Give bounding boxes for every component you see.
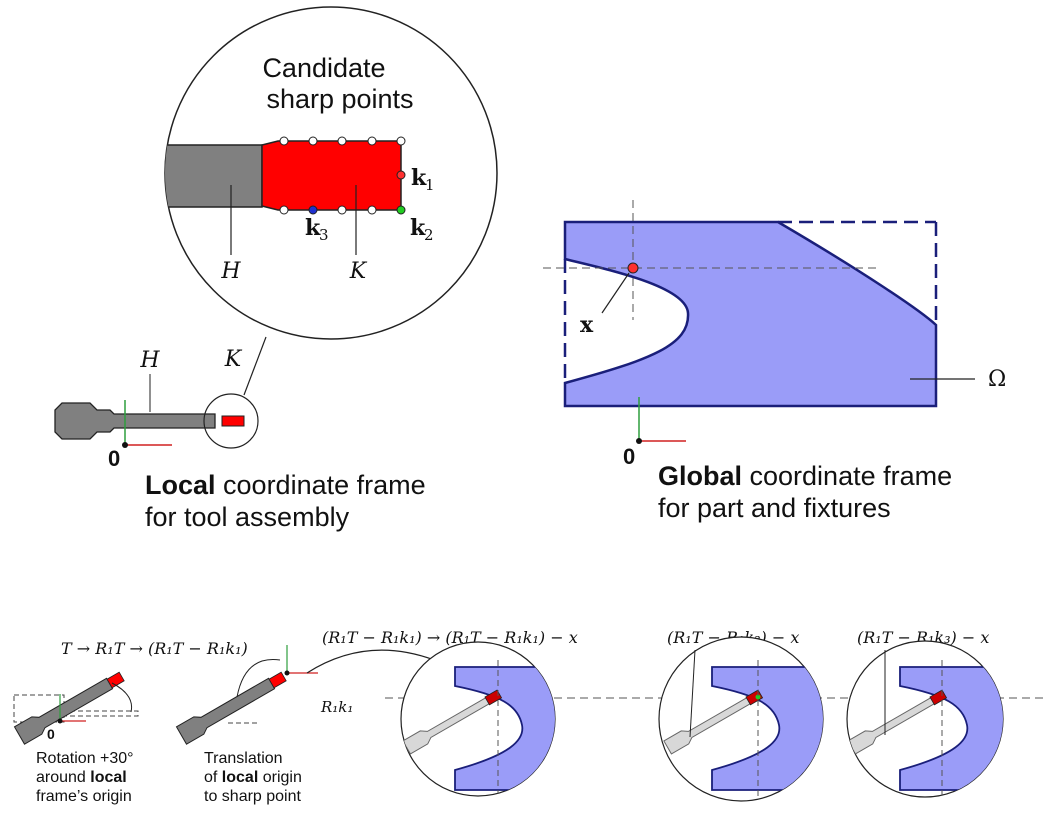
candidate-point — [279, 205, 289, 215]
local-holder-label: H — [139, 348, 160, 373]
placement-k3 — [846, 640, 1004, 798]
svg-text:2: 2 — [424, 226, 434, 244]
point-x — [627, 262, 639, 274]
translation-caption-line2: of local origin — [204, 769, 302, 786]
zoom-title-line1: Candidate — [262, 53, 385, 83]
placement-part — [711, 666, 823, 791]
region-label: Ω — [988, 367, 1006, 392]
zoom-title-line2: sharp points — [266, 84, 413, 114]
candidate-point — [367, 136, 377, 146]
local-caption-line2: for tool assembly — [145, 502, 350, 532]
translated-tool-knife — [268, 671, 287, 689]
translation-caption-line3: to sharp point — [204, 788, 302, 805]
candidate-points — [279, 136, 406, 215]
candidate-point — [396, 136, 406, 146]
step1-origin-dot — [57, 718, 63, 724]
local-origin-label: 0 — [108, 446, 120, 471]
translation-arrow — [236, 658, 281, 698]
label-k3: k 3 — [305, 215, 329, 244]
point-x-label: x — [580, 312, 594, 338]
zoom-connector — [243, 336, 267, 396]
global-origin-label: 0 — [623, 444, 635, 469]
placement-knife — [484, 689, 503, 706]
point-x-leader — [601, 272, 630, 314]
local-origin-dot — [122, 442, 128, 448]
svg-text:k: k — [410, 215, 426, 241]
step-rotation: 0 Rotation +30° around local frame’s ori… — [13, 671, 139, 805]
candidate-point — [279, 136, 289, 146]
global-origin-dot — [636, 438, 642, 444]
rotation-caption-line3: frame’s origin — [36, 788, 132, 805]
translation-caption-line1: Translation — [204, 750, 283, 767]
point-k3 — [308, 205, 318, 215]
svg-text:3: 3 — [319, 226, 329, 244]
label-k2: k 2 — [410, 215, 434, 244]
svg-text:k: k — [305, 215, 321, 241]
part-region — [563, 220, 938, 408]
transform-sequence: T → R₁T → (R₁T − R₁k₁) (R₁T − R₁k₁) → (R… — [13, 628, 1047, 805]
candidate-point — [337, 136, 347, 146]
equation-global-shift: (R₁T − R₁k₁) → (R₁T − R₁k₁) − x — [322, 628, 578, 647]
rotated-tool — [13, 677, 114, 745]
point-k1 — [396, 170, 406, 180]
zoom-knife-shape — [261, 140, 402, 211]
step-translation: R₁k₁ Translation of local origin to shar… — [175, 645, 353, 805]
label-k1: k 1 — [411, 165, 435, 194]
global-caption-line1: Global coordinate frame — [658, 461, 952, 491]
local-tool-knife — [221, 415, 245, 427]
svg-text:k: k — [411, 165, 427, 191]
point-k2 — [396, 205, 406, 215]
zoom-knife-label: K — [349, 259, 368, 284]
global-part-fixture: x Ω 0 Global coordinate frame for part a… — [543, 200, 1006, 523]
rotated-tool-knife — [106, 671, 125, 689]
candidate-point — [308, 136, 318, 146]
translated-tool — [175, 677, 276, 745]
equation-k2-leader — [689, 649, 696, 738]
local-tool-assembly: H K 0 Local coordinate frame for tool as… — [54, 347, 426, 532]
rotation-arrow — [111, 682, 133, 713]
placement-point — [755, 694, 761, 700]
zoom-holder-shape — [165, 144, 263, 208]
equation-k3: (R₁T − R₁k₃) − x — [857, 628, 989, 647]
zoom-holder-label: H — [220, 259, 241, 284]
step1-origin-label: 0 — [47, 726, 55, 742]
local-knife-label: K — [224, 347, 243, 372]
placement-k2 — [658, 636, 824, 802]
placement-part — [454, 666, 555, 791]
local-caption-line1: Local coordinate frame — [145, 470, 426, 500]
local-zoom-marker — [203, 393, 259, 449]
candidate-point — [367, 205, 377, 215]
step2-origin-dot — [284, 670, 290, 676]
r1k1-label: R₁k₁ — [320, 698, 353, 716]
rotation-caption-line2: around local — [36, 769, 127, 786]
candidate-point — [337, 205, 347, 215]
rotation-caption-line1: Rotation +30° — [36, 750, 134, 767]
placement-k1 — [400, 641, 556, 797]
global-caption-line2: for part and fixtures — [658, 493, 891, 523]
local-tool-holder — [54, 402, 216, 440]
placement-part — [899, 666, 1003, 791]
equation-rotation-translation: T → R₁T → (R₁T − R₁k₁) — [61, 639, 248, 658]
zoom-inset: Candidate sharp points H K k 1 k 2 k 3 — [164, 6, 498, 396]
svg-text:1: 1 — [425, 176, 435, 194]
